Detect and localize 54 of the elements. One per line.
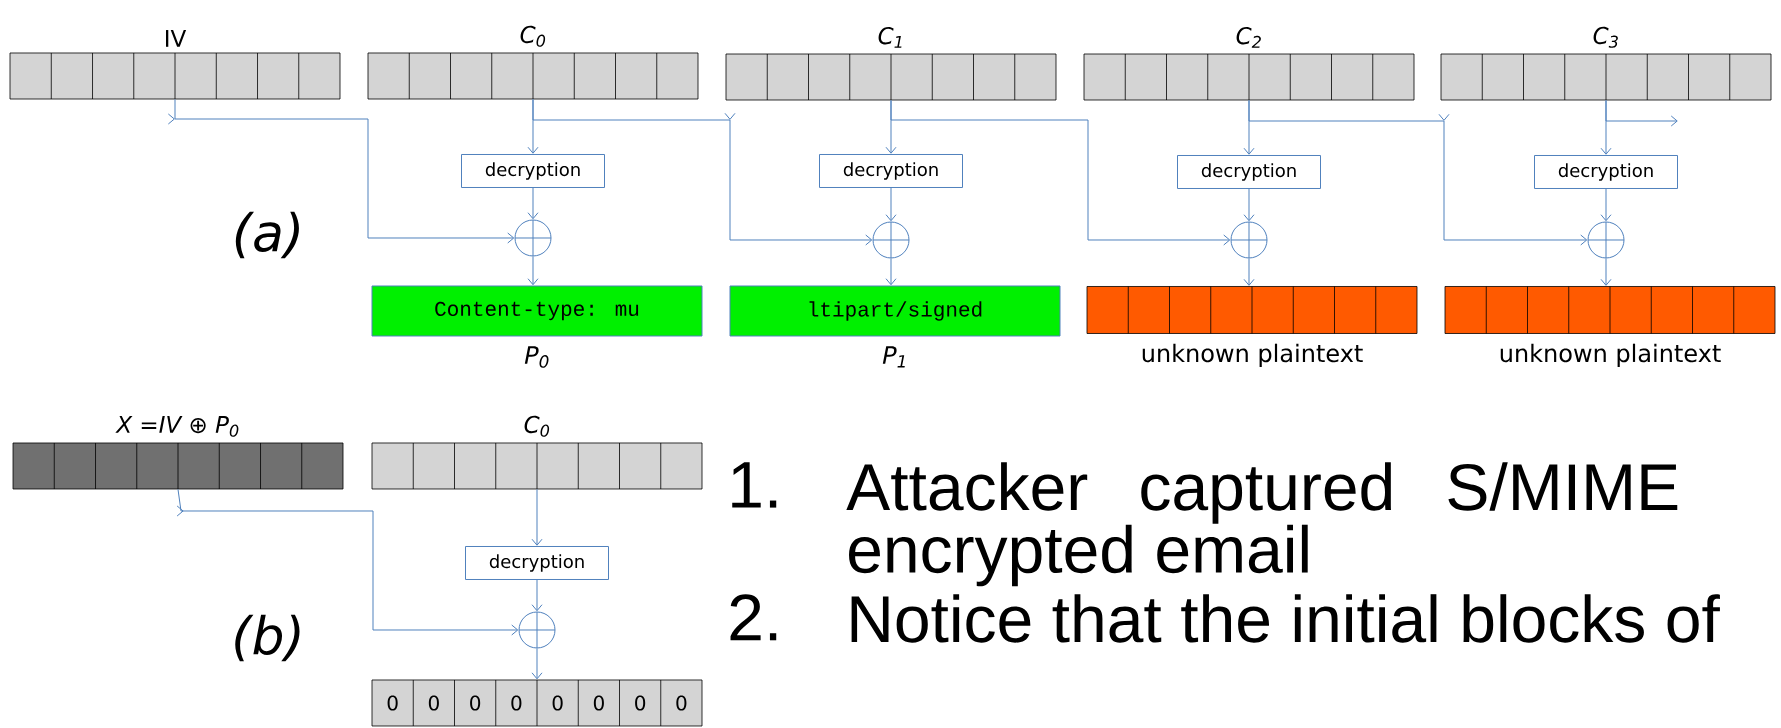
arrow	[176, 488, 519, 636]
cell-value: 0	[635, 695, 646, 711]
cell-value: 0	[511, 695, 522, 711]
block-label: P$_{0}$	[524, 346, 549, 368]
arrow	[885, 258, 897, 286]
xor-symbol	[518, 611, 556, 649]
arrow	[1605, 99, 1678, 127]
process-box: decryption	[1177, 155, 1321, 189]
cell-value: 0	[428, 695, 439, 711]
block-label: P$_{1}$	[882, 346, 905, 368]
list-text: Notice that the initial blocks of	[851, 594, 1720, 643]
block-label: C$_{0}$	[524, 415, 550, 437]
block-label: unknown plaintext	[1500, 343, 1721, 367]
cell-value: 0	[387, 695, 398, 711]
block-label: C$_{2}$	[1236, 27, 1261, 48]
arrow	[1248, 99, 1588, 246]
arrow	[1600, 258, 1612, 286]
arrow	[885, 187, 897, 222]
cell-value: 0	[593, 695, 604, 711]
cell-value: 0	[552, 695, 563, 711]
process-box: decryption	[1534, 155, 1678, 189]
xor-symbol	[1587, 221, 1625, 259]
xor-symbol	[514, 219, 552, 257]
block-label: C$_{3}$	[1593, 26, 1618, 48]
xor-symbol	[872, 221, 910, 259]
block-label: unknown plaintext	[1142, 343, 1363, 367]
process-box: decryption	[465, 546, 609, 580]
block-label: X =IV ⊕ P$_{0}$	[115, 416, 239, 437]
list-text: Attacker captured S/MIME encrypted email	[846, 462, 1678, 587]
arrow	[167, 98, 515, 244]
list-number: 2.	[730, 594, 777, 641]
panel-label: (a)	[235, 211, 299, 259]
process-box: decryption	[461, 154, 605, 188]
arrow	[1243, 188, 1255, 222]
arrow	[532, 98, 873, 246]
plaintext-block: Content-type: mu	[371, 285, 703, 337]
arrow	[527, 187, 539, 220]
arrow	[1243, 258, 1255, 286]
plaintext-block: ltipart/signed	[729, 285, 1061, 337]
block-label: C$_{0}$	[520, 25, 546, 47]
cell-value: 0	[676, 695, 687, 711]
arrow	[531, 579, 543, 612]
block-label: IV	[166, 30, 187, 47]
xor-symbol	[1230, 221, 1268, 259]
arrow	[531, 648, 543, 680]
arrow	[527, 256, 539, 286]
arrow	[531, 488, 543, 546]
arrow	[890, 99, 1231, 246]
process-box: decryption	[819, 154, 963, 188]
block-label: C$_{1}$	[878, 27, 902, 48]
arrow	[1600, 188, 1612, 222]
cell-value: 0	[470, 695, 481, 711]
panel-label: (b)	[235, 614, 300, 662]
list-number: 1.	[732, 462, 777, 508]
